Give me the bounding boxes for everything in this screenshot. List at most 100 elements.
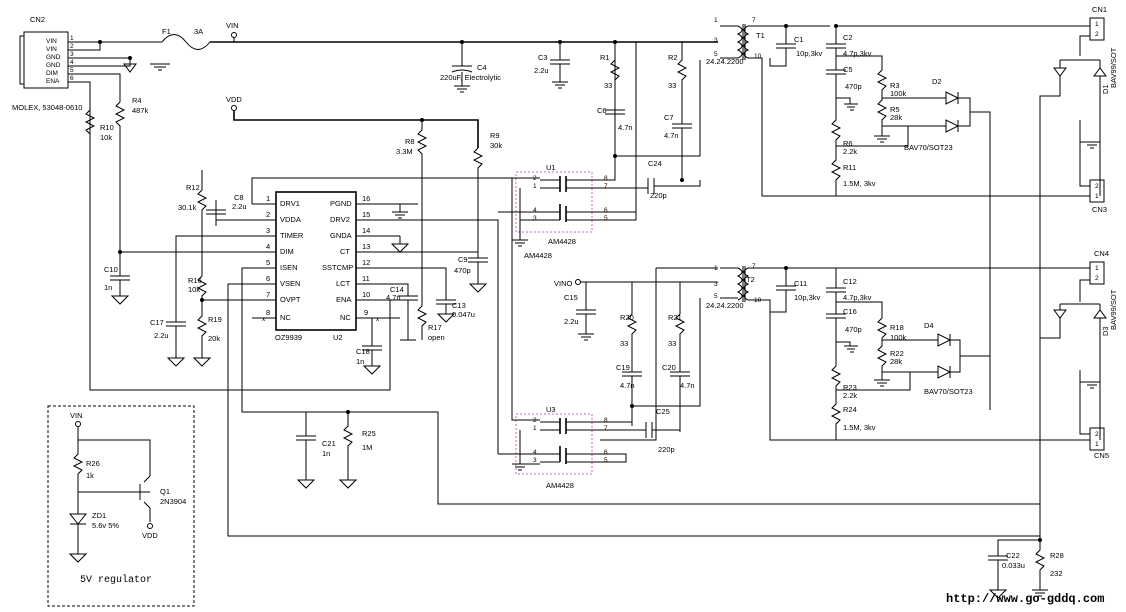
svg-text:220p: 220p (658, 445, 675, 454)
svg-text:C20: C20 (662, 363, 676, 372)
svg-text:TIMER: TIMER (280, 231, 304, 240)
svg-text:U1: U1 (546, 163, 556, 172)
svg-text:2.2k: 2.2k (843, 147, 857, 156)
svg-text:C21: C21 (322, 439, 336, 448)
svg-text:OVPT: OVPT (280, 295, 301, 304)
svg-text:VSEN: VSEN (280, 279, 300, 288)
u2-right-pins: PGND DRV2 GNDA CT SSTCMP LCT ENA NC 16 1… (322, 194, 370, 322)
svg-text:C9: C9 (458, 255, 468, 264)
svg-text:PGND: PGND (330, 199, 352, 208)
cn2-pin-number: 4 (70, 59, 74, 66)
cn2-connector: CN2 VIN VIN GND GND DIM ENA 1 2 3 4 5 6 … (12, 15, 82, 112)
gnd-cn2 (123, 62, 170, 73)
svg-text:NC: NC (280, 313, 291, 322)
svg-text:R19: R19 (208, 315, 222, 324)
svg-text:C25: C25 (656, 407, 670, 416)
svg-text:VIN: VIN (70, 411, 83, 420)
svg-text:x: x (262, 316, 266, 323)
svg-text:30k: 30k (490, 141, 502, 150)
cn2-pin-number: 5 (70, 67, 74, 74)
svg-text:R21: R21 (668, 313, 682, 322)
svg-text:2.2u: 2.2u (564, 317, 579, 326)
svg-text:R18: R18 (890, 323, 904, 332)
svg-text:100k: 100k (890, 89, 907, 98)
svg-text:33: 33 (604, 81, 612, 90)
cn2-ref: CN2 (30, 15, 45, 24)
svg-text:6: 6 (266, 274, 270, 283)
net-vino: VINO (554, 279, 573, 288)
svg-text:CN5: CN5 (1094, 451, 1109, 460)
svg-text:0.033u: 0.033u (1002, 561, 1025, 570)
svg-text:C4: C4 (477, 63, 487, 72)
svg-text:33: 33 (620, 339, 628, 348)
svg-text:BAV99/SOT: BAV99/SOT (1109, 47, 1118, 88)
svg-text:DRV1: DRV1 (280, 199, 300, 208)
u2-ref: U2 (333, 333, 343, 342)
svg-text:C2: C2 (843, 33, 853, 42)
svg-text:ISEN: ISEN (280, 263, 298, 272)
svg-text:1k: 1k (86, 471, 94, 480)
svg-text:1: 1 (1095, 265, 1099, 272)
svg-text:C10: C10 (104, 265, 118, 274)
svg-text:4.7n: 4.7n (620, 381, 635, 390)
regulator-label: 5V regulator (80, 574, 152, 586)
svg-text:C1: C1 (794, 35, 804, 44)
svg-text:LCT: LCT (336, 279, 351, 288)
u2-part: OZ9939 (275, 333, 302, 342)
svg-text:4.7p,3kv: 4.7p,3kv (843, 293, 872, 302)
svg-text:3.3M: 3.3M (396, 147, 413, 156)
watermark: http://www.go-gddq.com (946, 592, 1104, 606)
svg-text:7: 7 (604, 425, 608, 432)
net-vin: VIN (226, 21, 239, 30)
svg-text:470p: 470p (845, 82, 862, 91)
cn2-pin-label: VIN (46, 46, 57, 53)
cn4-connector: CN4 1 2 (1089, 249, 1109, 285)
svg-text:AM4428: AM4428 (548, 237, 576, 246)
svg-text:10k: 10k (188, 285, 200, 294)
transformer-t1: 1 3 5 7 10 T1 24.24.2200 (706, 17, 1090, 197)
svg-text:10: 10 (754, 53, 762, 60)
svg-text:1: 1 (1095, 441, 1099, 448)
diode-d2: D2 BAV70/SOT23 (836, 77, 991, 410)
cn2-pin-number: 1 (70, 35, 74, 42)
svg-text:R12: R12 (186, 183, 200, 192)
svg-text:GNDA: GNDA (330, 231, 352, 240)
svg-text:C13: C13 (452, 301, 466, 310)
svg-text:9: 9 (364, 308, 368, 317)
svg-text:BAV99/SOT: BAV99/SOT (1109, 289, 1118, 330)
svg-text:1: 1 (533, 425, 537, 432)
svg-text:C3: C3 (538, 53, 548, 62)
svg-text:D3: D3 (1101, 326, 1110, 336)
svg-text:2: 2 (1095, 183, 1099, 190)
svg-text:16: 16 (362, 194, 370, 203)
svg-text:2.2u: 2.2u (154, 331, 169, 340)
svg-text:R3: R3 (890, 81, 900, 90)
svg-text:R5: R5 (890, 105, 900, 114)
svg-text:R24: R24 (843, 405, 857, 414)
svg-text:ENA: ENA (336, 295, 351, 304)
svg-text:C24: C24 (648, 159, 662, 168)
svg-text:5.6v 5%: 5.6v 5% (92, 521, 119, 530)
svg-text:100k: 100k (890, 333, 907, 342)
svg-text:3: 3 (714, 37, 718, 44)
svg-text:30.1k: 30.1k (178, 203, 197, 212)
svg-text:13: 13 (362, 242, 370, 251)
svg-text:R16: R16 (188, 276, 202, 285)
svg-text:R4: R4 (132, 96, 142, 105)
svg-text:2: 2 (1095, 431, 1099, 438)
svg-text:R17: R17 (428, 323, 442, 332)
svg-text:R28: R28 (1050, 551, 1064, 560)
svg-text:4: 4 (533, 449, 537, 456)
svg-text:7: 7 (266, 290, 270, 299)
svg-text:487k: 487k (132, 106, 149, 115)
svg-text:3A: 3A (194, 27, 203, 36)
cn2-pin-label: ENA (46, 78, 60, 85)
cn2-pin-label: VIN (46, 38, 57, 45)
svg-text:VDDA: VDDA (280, 215, 301, 224)
svg-text:2.2k: 2.2k (843, 391, 857, 400)
svg-text:R9: R9 (490, 131, 500, 140)
svg-text:5: 5 (714, 293, 718, 300)
svg-text:1: 1 (266, 194, 270, 203)
svg-text:x: x (376, 316, 380, 323)
svg-text:F1: F1 (162, 27, 171, 36)
